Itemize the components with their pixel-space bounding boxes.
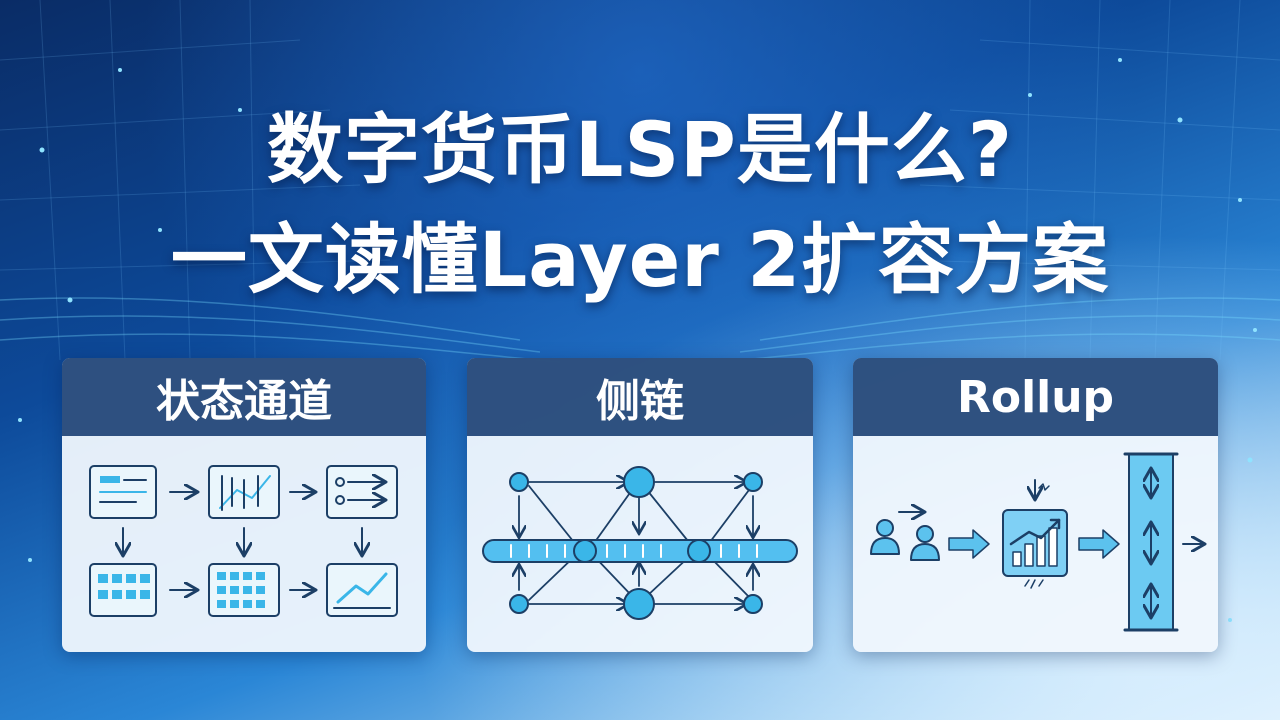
card-sidechain: 侧链 — [467, 358, 813, 652]
page-title-line-2: 一文读懂Layer 2扩容方案 — [170, 215, 1110, 304]
sidechain-network-icon — [482, 466, 798, 620]
card-state-channel: 状态通道 — [62, 358, 426, 652]
page-title-line-1: 数字货币LSP是什么? — [267, 105, 1013, 194]
rollup-batch-icon — [870, 452, 1218, 632]
card-title: 侧链 — [467, 358, 813, 436]
card-title: 状态通道 — [62, 358, 426, 436]
card-rollup: Rollup — [853, 358, 1218, 652]
state-channel-flow-icon — [89, 465, 398, 617]
card-title: Rollup — [853, 358, 1218, 436]
